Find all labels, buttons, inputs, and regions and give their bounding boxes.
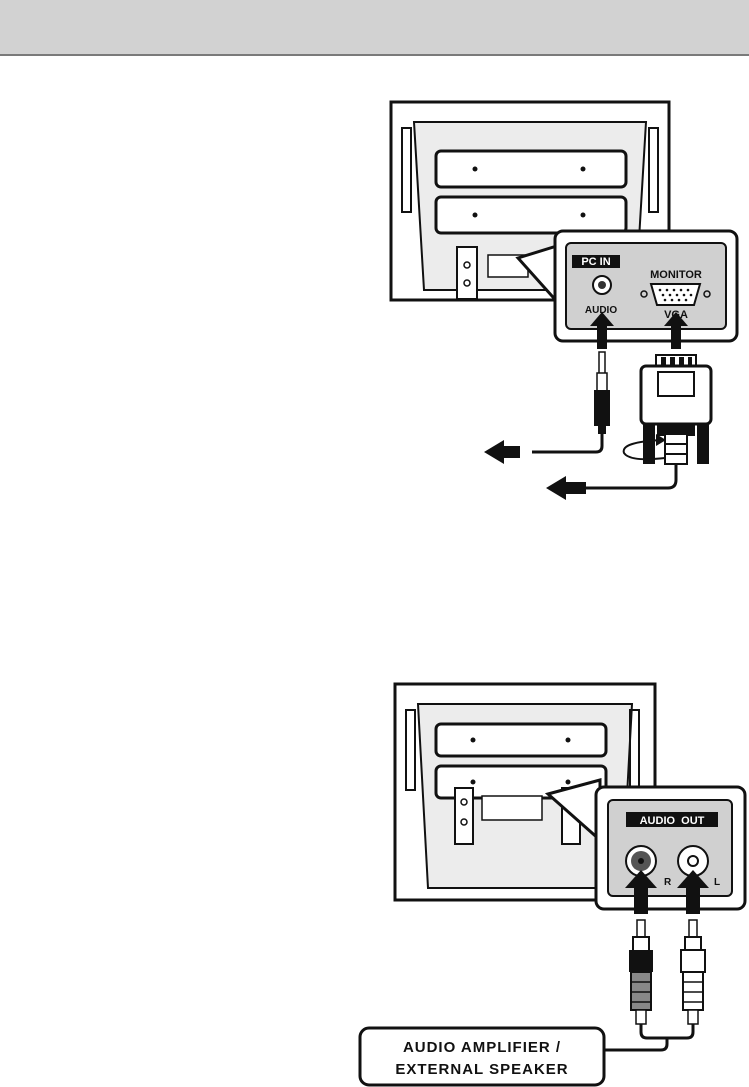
- up-arrow-icon: [625, 870, 657, 914]
- up-arrow-icon: [664, 312, 688, 349]
- vga-port-icon: [640, 283, 711, 306]
- header-band: [0, 0, 749, 56]
- up-arrow-icon: [590, 312, 614, 349]
- pc-in-panel: PC IN AUDIO MONITOR VGA: [553, 229, 739, 343]
- pc-connection-diagram: PC IN AUDIO MONITOR VGA: [389, 100, 739, 500]
- monitor-label: MONITOR: [650, 269, 702, 281]
- left-arrow-icon: [546, 476, 586, 500]
- left-channel-label: L: [714, 877, 720, 888]
- pc-in-badge-text: PC IN: [581, 256, 610, 268]
- audio-port-label: AUDIO: [585, 305, 617, 316]
- rca-plug-left: [680, 919, 706, 1025]
- audio-out-diagram: AUDIO OUT R L: [358, 682, 747, 1087]
- audio-out-figure: AUDIO OUT R L: [0, 660, 749, 1087]
- right-channel-label: R: [664, 877, 672, 888]
- rca-plug-right: [629, 919, 653, 1025]
- pc-connection-figure: PC IN AUDIO MONITOR VGA: [0, 0, 749, 520]
- audio-plug: [532, 351, 610, 454]
- left-arrow-icon: [484, 440, 520, 464]
- speaker-box-line2: EXTERNAL SPEAKER: [395, 1061, 568, 1078]
- speaker-box-line1: AUDIO AMPLIFIER /: [403, 1039, 561, 1056]
- rca-cable: [604, 1024, 695, 1052]
- audio-out-badge-text: AUDIO OUT: [640, 815, 705, 827]
- up-arrow-icon: [677, 870, 709, 914]
- screw-rotate-icon: [622, 434, 666, 461]
- vga-plug: [586, 354, 713, 490]
- audio-out-badge: [626, 812, 718, 827]
- tv-back-top: [389, 100, 671, 302]
- pc-in-badge: [572, 255, 620, 268]
- audio-out-panel: AUDIO OUT R L: [594, 785, 747, 911]
- speaker-box: AUDIO AMPLIFIER / EXTERNAL SPEAKER: [358, 1026, 606, 1087]
